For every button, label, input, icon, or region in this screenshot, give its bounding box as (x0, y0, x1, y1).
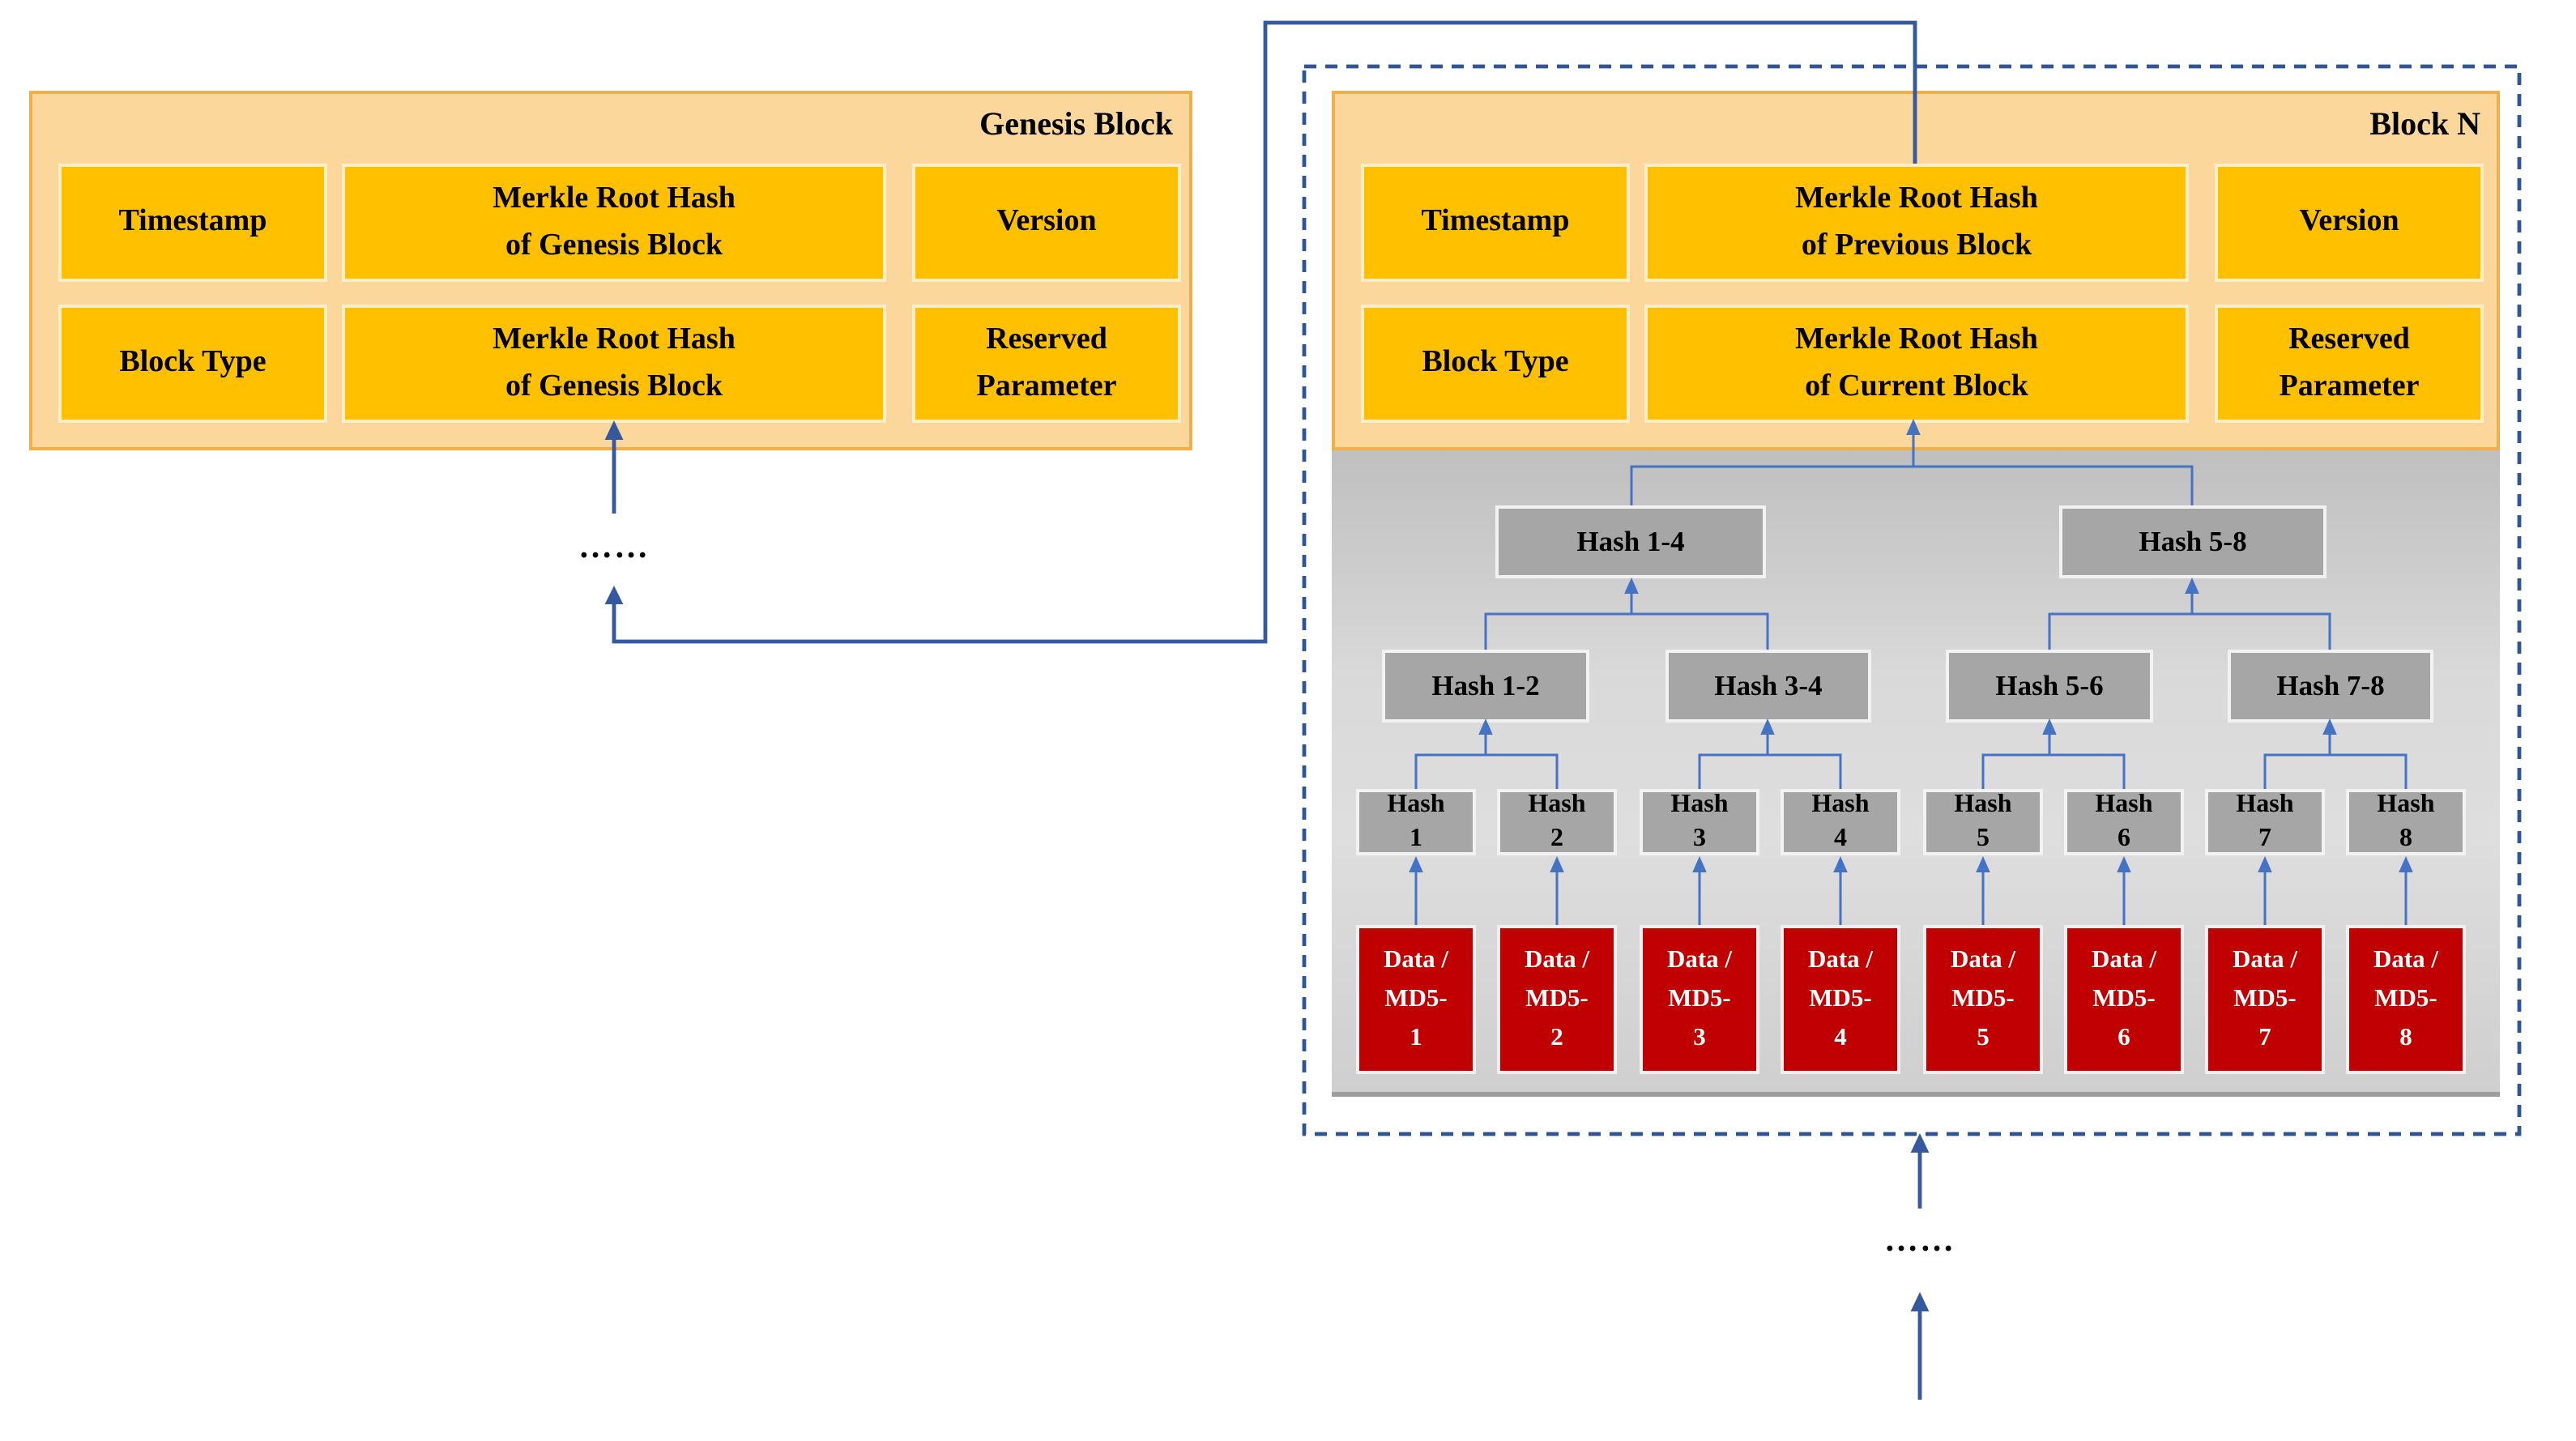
data-md5-2-box: Data / MD5- 2 (1497, 925, 1617, 1074)
genesis-cell-version: Version (912, 164, 1181, 282)
hash-1-2-box: Hash 1-2 (1382, 650, 1589, 723)
arrowhead-up-icon (1910, 1292, 1930, 1311)
chain-ellipsis-left: …… (578, 527, 650, 565)
hash-1-4-box: Hash 1-4 (1495, 505, 1766, 578)
block-n: Block N Timestamp Merkle Root Hash of Pr… (1332, 91, 2500, 450)
block-n-cell-merkle-previous: Merkle Root Hash of Previous Block (1644, 164, 2189, 282)
data-md5-6-box: Data / MD5- 6 (2064, 925, 2184, 1074)
data-md5-5-box: Data / MD5- 5 (1923, 925, 2043, 1074)
arrowhead-up-icon (1910, 1133, 1930, 1153)
data-md5-1-box: Data / MD5- 1 (1356, 925, 1476, 1074)
data-md5-3-box: Data / MD5- 3 (1640, 925, 1759, 1074)
hash-3-4-box: Hash 3-4 (1665, 650, 1871, 723)
chain-ellipsis-bottom: …… (1884, 1220, 1955, 1259)
block-n-cell-merkle-current: Merkle Root Hash of Current Block (1644, 305, 2189, 423)
hash-7-box: Hash 7 (2205, 789, 2325, 855)
block-n-cell-timestamp: Timestamp (1361, 164, 1630, 282)
hash-5-box: Hash 5 (1923, 789, 2043, 855)
genesis-cell-block-type: Block Type (58, 305, 327, 423)
hash-1-box: Hash 1 (1356, 789, 1476, 855)
block-n-title: Block N (2369, 107, 2480, 143)
hash-2-box: Hash 2 (1497, 789, 1617, 855)
hash-8-box: Hash 8 (2346, 789, 2466, 855)
genesis-block-title: Genesis Block (979, 107, 1173, 143)
data-md5-8-box: Data / MD5- 8 (2346, 925, 2466, 1074)
data-md5-4-box: Data / MD5- 4 (1781, 925, 1900, 1074)
hash-6-box: Hash 6 (2064, 789, 2184, 855)
hash-3-box: Hash 3 (1640, 789, 1759, 855)
genesis-block: Genesis Block Timestamp Merkle Root Hash… (29, 91, 1192, 450)
genesis-cell-timestamp: Timestamp (58, 164, 327, 282)
block-n-cell-block-type: Block Type (1361, 305, 1630, 423)
genesis-cell-merkle-root-1: Merkle Root Hash of Genesis Block (342, 164, 886, 282)
block-n-cell-version: Version (2215, 164, 2484, 282)
genesis-cell-merkle-root-2: Merkle Root Hash of Genesis Block (342, 305, 886, 423)
block-n-cell-reserved-param: Reserved Parameter (2215, 305, 2484, 423)
data-md5-7-box: Data / MD5- 7 (2205, 925, 2325, 1074)
hash-4-box: Hash 4 (1781, 789, 1900, 855)
hash-5-8-box: Hash 5-8 (2059, 505, 2327, 578)
hash-7-8-box: Hash 7-8 (2228, 650, 2433, 723)
arrowhead-up-icon (604, 586, 624, 604)
genesis-cell-reserved-param: Reserved Parameter (912, 305, 1181, 423)
hash-5-6-box: Hash 5-6 (1946, 650, 2153, 723)
